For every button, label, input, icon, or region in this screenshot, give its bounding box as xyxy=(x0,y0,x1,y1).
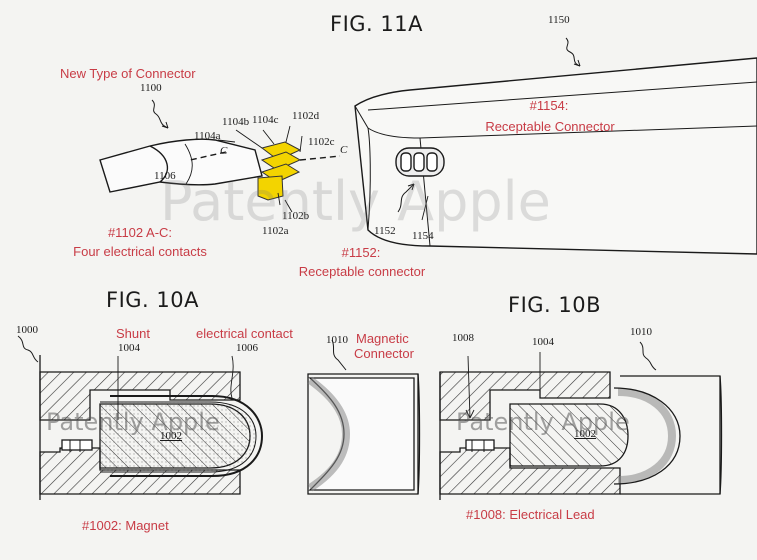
section-label-c-right: C xyxy=(340,144,348,156)
annotation-1152-text: Receptable connector xyxy=(298,264,426,279)
fig10a-title: FIG. 10A xyxy=(106,288,199,312)
ref-1102d: 1102d xyxy=(292,110,320,122)
section-label-c-left: C xyxy=(220,145,228,157)
fig10b-drawing xyxy=(439,341,723,500)
ref-1102c: 1102c xyxy=(308,136,335,148)
annotation-connector: Connector xyxy=(354,346,414,361)
leader-squiggle-1100 xyxy=(151,99,169,129)
annotation-contacts-number: #1102 A-C: xyxy=(107,225,173,240)
ref-1000: 1000 xyxy=(16,324,38,336)
electrical-contacts xyxy=(257,141,302,201)
annotation-electrical-contact: electrical contact xyxy=(196,326,293,341)
ref-1004-b: 1004 xyxy=(532,336,554,348)
annotation-contacts-text: Four electrical contacts xyxy=(73,244,207,259)
ref-1100: 1100 xyxy=(140,82,162,94)
ref-1102b: 1102b xyxy=(282,210,310,222)
ref-1008: 1008 xyxy=(452,332,474,344)
fig10a-drawing xyxy=(17,335,264,500)
ref-1106: 1106 xyxy=(154,170,176,182)
ref-1010-a: 1010 xyxy=(326,334,348,346)
section-line-c xyxy=(189,151,227,161)
annotation-1154-text: Receptable Connector xyxy=(485,119,615,134)
annotation-1154-number: #1154: xyxy=(529,98,569,113)
ref-1010-b: 1010 xyxy=(630,326,652,338)
ref-1004-a: 1004 xyxy=(118,342,140,354)
ref-1102a: 1102a xyxy=(262,225,289,237)
annotation-new-connector: New Type of Connector xyxy=(60,66,196,81)
ref-1154: 1154 xyxy=(412,230,434,242)
receptacle-port xyxy=(395,147,445,177)
fig11a-drawing xyxy=(99,37,757,255)
ref-1104a: 1104a xyxy=(194,130,221,142)
cable-body xyxy=(99,138,263,193)
ref-1006: 1006 xyxy=(236,342,258,354)
ref-1104b: 1104b xyxy=(222,116,250,128)
fig10b-title: FIG. 10B xyxy=(508,293,602,317)
annotation-1152-number: #1152: xyxy=(341,245,381,260)
ref-1104c: 1104c xyxy=(252,114,279,126)
device-housing xyxy=(354,57,757,255)
annotation-shunt: Shunt xyxy=(116,326,150,341)
annotation-magnetic: Magnetic xyxy=(356,331,409,346)
annotation-electrical-lead: #1008: Electrical Lead xyxy=(466,507,595,522)
ref-1152: 1152 xyxy=(374,225,396,237)
magnetic-connector-drawing xyxy=(307,339,421,495)
annotation-magnet: #1002: Magnet xyxy=(82,518,169,533)
ref-1150: 1150 xyxy=(548,14,570,26)
leader-squiggle-1150 xyxy=(565,37,581,67)
ref-1002-b: 1002 xyxy=(574,428,596,440)
ref-1002-a: 1002 xyxy=(160,430,182,442)
fig11a-title: FIG. 11A xyxy=(330,12,423,36)
